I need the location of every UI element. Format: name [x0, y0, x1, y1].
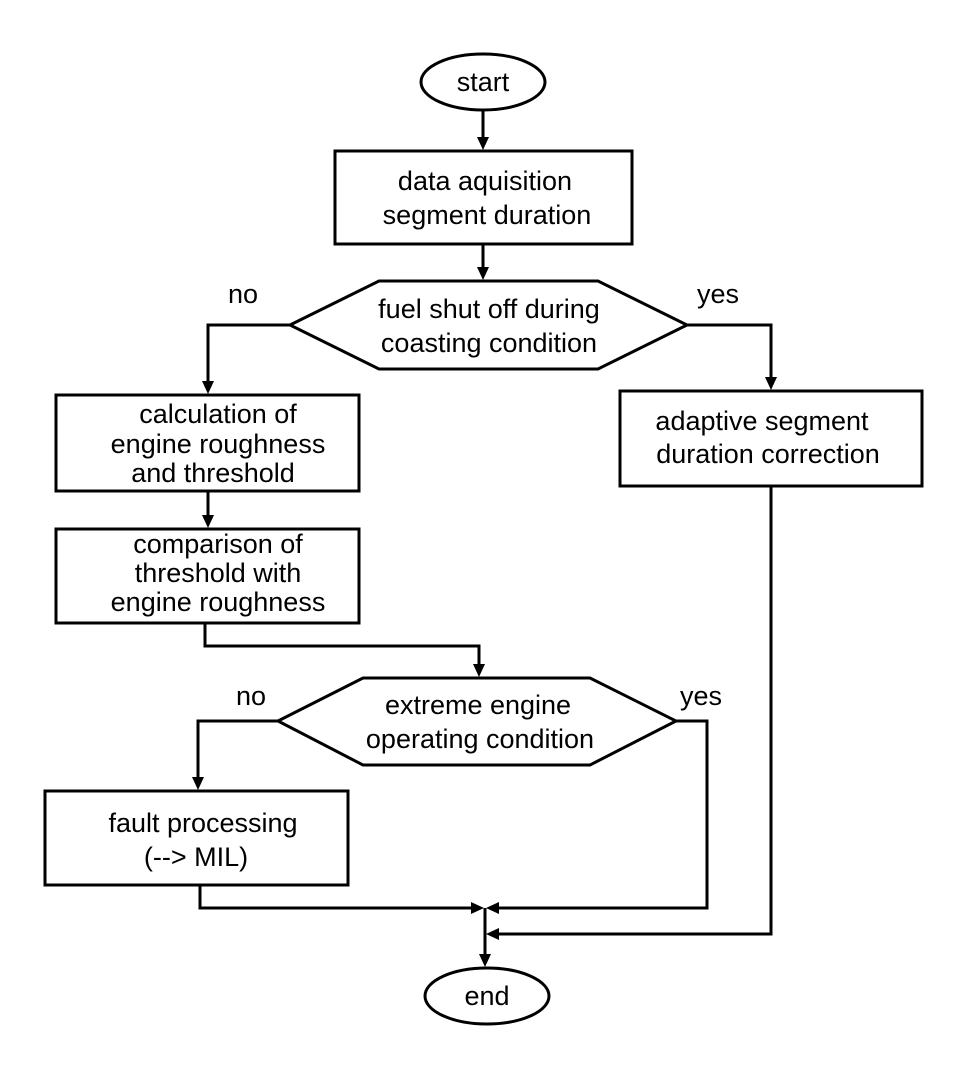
connector-extreme-yes [498, 719, 709, 910]
extreme-yes-label: yes [680, 681, 722, 711]
arrowhead-end [479, 954, 491, 967]
adaptive-correction-line-2: duration correction [656, 439, 880, 469]
arrowhead-acquisition [477, 137, 489, 150]
adaptive-correction-box: adaptive segment duration correction [618, 389, 924, 488]
arrowhead-extreme [473, 664, 485, 677]
comparison-line-2: threshold with [135, 558, 302, 588]
connector-fuel-no [206, 323, 290, 382]
extreme-condition-line-1: extreme engine [385, 690, 571, 720]
roughness-calculation-line-3: and threshold [131, 458, 295, 488]
arrowhead-merge-adaptive [486, 928, 499, 940]
arrowhead-merge-right [486, 902, 499, 914]
end-node: end [423, 966, 551, 1026]
comparison-line-1: comparison of [133, 529, 303, 559]
fuel-no-label: no [228, 279, 258, 309]
extreme-condition-decision: extreme engine operating condition [274, 676, 680, 767]
data-acquisition-line-1: data aquisition [398, 166, 572, 196]
start-label: start [457, 67, 510, 97]
fuel-shutoff-line-1: fuel shut off during [378, 294, 600, 324]
fuel-shutoff-line-2: coasting condition [381, 328, 597, 358]
arrowhead-merge-left [471, 902, 484, 914]
fuel-shutoff-decision: fuel shut off during coasting condition [286, 279, 691, 371]
extreme-condition-line-2: operating condition [366, 724, 594, 754]
arrowhead-fault [192, 777, 204, 790]
roughness-calculation-line-1: calculation of [139, 399, 297, 429]
fuel-yes-label: yes [697, 279, 739, 309]
connectors [192, 110, 777, 967]
connector-comparison-to-extreme [203, 623, 481, 665]
start-node: start [419, 52, 547, 112]
roughness-calculation-line-2: engine roughness [111, 429, 326, 459]
roughness-calculation-box: calculation of engine roughness and thre… [54, 393, 361, 493]
comparison-box: comparison of threshold with engine roug… [54, 527, 361, 625]
fault-processing-line-1: fault processing [108, 808, 297, 838]
connector-extreme-no [196, 719, 278, 778]
connector-adaptive-to-merge [498, 486, 773, 936]
data-acquisition-line-2: segment duration [383, 200, 592, 230]
comparison-line-3: engine roughness [111, 587, 326, 617]
fault-processing-line-2: (--> MIL) [144, 842, 248, 872]
fault-processing-box: fault processing (--> MIL) [43, 789, 350, 887]
arrowhead-roughness [202, 381, 214, 394]
adaptive-correction-line-1: adaptive segment [655, 406, 869, 436]
connector-fuel-yes [687, 323, 773, 378]
arrowhead-fuel [477, 267, 489, 280]
end-label: end [464, 981, 509, 1011]
extreme-no-label: no [236, 681, 266, 711]
data-acquisition-box: data aquisition segment duration [333, 149, 634, 246]
connector-fault-to-merge [198, 885, 472, 910]
arrowhead-comparison [202, 515, 214, 528]
arrowhead-adaptive [765, 377, 777, 390]
